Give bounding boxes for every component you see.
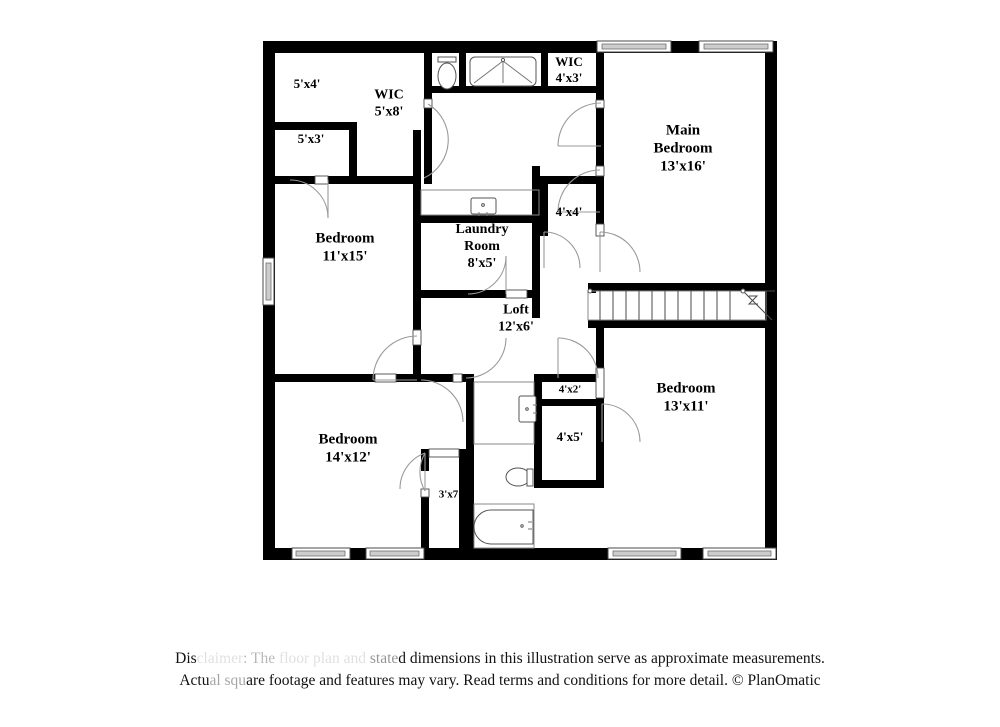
- disclaimer-line-1: Disclaimer: The floor plan and stated di…: [0, 648, 1000, 670]
- window-bedroom-13x11-2: [702, 547, 777, 560]
- room-label-line: Bedroom: [657, 380, 716, 396]
- staircase-icon: [587, 288, 775, 321]
- room-label-line: 3'x7': [439, 489, 462, 501]
- room-label-bedroom-11x15: Bedroom 11'x15': [316, 230, 375, 264]
- door-main-bedroom: [557, 169, 601, 213]
- room-label-bedroom-13x11: Bedroom 13'x11': [657, 380, 716, 414]
- room-label-closet-4x5: 4'x5': [557, 429, 584, 444]
- room-label-line: Loft: [503, 303, 529, 318]
- room-label-line: 5'x8': [375, 105, 404, 120]
- door-bedroom-11x15: [372, 335, 418, 381]
- room-label-line: 4'x4': [556, 204, 583, 219]
- room-label-line: 4'x5': [557, 429, 584, 444]
- disclaimer-fragment: Dis: [175, 650, 197, 667]
- doors: [289, 102, 641, 492]
- door-wic-5x8: [423, 103, 449, 179]
- window-main-bedroom-2: [698, 40, 774, 53]
- room-label-line: Laundry: [456, 222, 509, 237]
- disclaimer-fragment: floor plan and: [275, 650, 366, 667]
- room-label-line: Room: [464, 239, 500, 254]
- room-labels: 5'x4'5'x3'WIC5'x8'WIC4'x3'MainBedroom13'…: [294, 54, 716, 501]
- fixtures: [420, 56, 775, 549]
- disclaimer-fragment: : The: [243, 650, 276, 667]
- disclaimer-fragment: state: [365, 650, 399, 667]
- sink-lower-icon: [473, 381, 537, 445]
- room-label-line: 12'x6': [498, 320, 534, 335]
- window-bedroom-13x11-1: [607, 547, 682, 560]
- disclaimer-fragment: al squ: [209, 672, 247, 690]
- door-laundry: [467, 255, 507, 295]
- door-bedroom-14x12: [420, 379, 464, 423]
- toilet-upper-icon: [437, 56, 457, 90]
- disclaimer-fragment: are footage and features may vary. Read …: [246, 672, 821, 690]
- room-label-line: WIC: [374, 88, 404, 103]
- room-label-line: Main: [666, 122, 701, 138]
- door-closet-4x4: [543, 231, 581, 269]
- room-label-wic-5x4: 5'x4': [294, 76, 321, 91]
- door-closet-3x7: [399, 452, 426, 492]
- room-label-line: 8'x5': [468, 256, 497, 271]
- window-main-bedroom-1: [596, 40, 672, 53]
- door-wic-4x3: [557, 102, 602, 147]
- bathtub-lower-icon: [473, 503, 535, 549]
- room-label-line: 5'x4': [294, 76, 321, 91]
- door-hall-upper: [599, 231, 641, 273]
- room-label-line: 13'x11': [663, 398, 708, 414]
- shower-upper-icon: [469, 56, 537, 87]
- room-label-line: 5'x3': [298, 131, 325, 146]
- windows: [262, 40, 777, 560]
- window-bedroom-11x15: [262, 257, 275, 306]
- room-label-loft: Loft 12'x6': [498, 303, 534, 335]
- door-closet-5x3: [289, 179, 329, 219]
- room-label-closet-3x7: 3'x7': [439, 489, 462, 501]
- room-label-closet-4x2: 4'x2': [559, 384, 582, 396]
- sink-laundry-icon: [420, 189, 540, 216]
- room-label-bedroom-14x12: Bedroom 14'x12': [319, 431, 378, 465]
- room-label-line: Bedroom: [654, 140, 713, 156]
- door-bedroom-13x11: [557, 337, 599, 379]
- room-label-line: 4'x2': [559, 384, 582, 396]
- room-label-line: Bedroom: [319, 431, 378, 447]
- room-label-line: 11'x15': [322, 248, 367, 264]
- room-label-line: 13'x16': [660, 158, 706, 174]
- window-bedroom-14x12-2: [365, 547, 425, 560]
- room-label-wic-5x8: WIC 5'x8': [374, 88, 404, 120]
- room-label-closet-4x4: 4'x4': [556, 204, 583, 219]
- door-jambs: [314, 98, 605, 498]
- toilet-lower-icon: [505, 467, 534, 487]
- disclaimer-fragment: d dimensions in this illustration serve …: [398, 650, 825, 667]
- room-label-wic-5x3: 5'x3': [298, 131, 325, 146]
- disclaimer-fragment: claimer: [196, 650, 244, 667]
- room-label-line: 4'x3': [556, 70, 583, 85]
- room-label-line: 14'x12': [325, 449, 371, 465]
- disclaimer-line-2: Actual square footage and features may v…: [0, 670, 1000, 692]
- disclaimer-fragment: Actu: [179, 672, 210, 690]
- door-bath-lower: [465, 337, 507, 379]
- disclaimer-text: Disclaimer: The floor plan and stated di…: [0, 648, 1000, 693]
- interior-walls: [275, 53, 766, 548]
- window-bedroom-14x12-1: [291, 547, 351, 560]
- door-closet-4x5: [601, 403, 641, 443]
- room-label-line: WIC: [555, 54, 582, 69]
- room-label-line: Bedroom: [316, 230, 375, 246]
